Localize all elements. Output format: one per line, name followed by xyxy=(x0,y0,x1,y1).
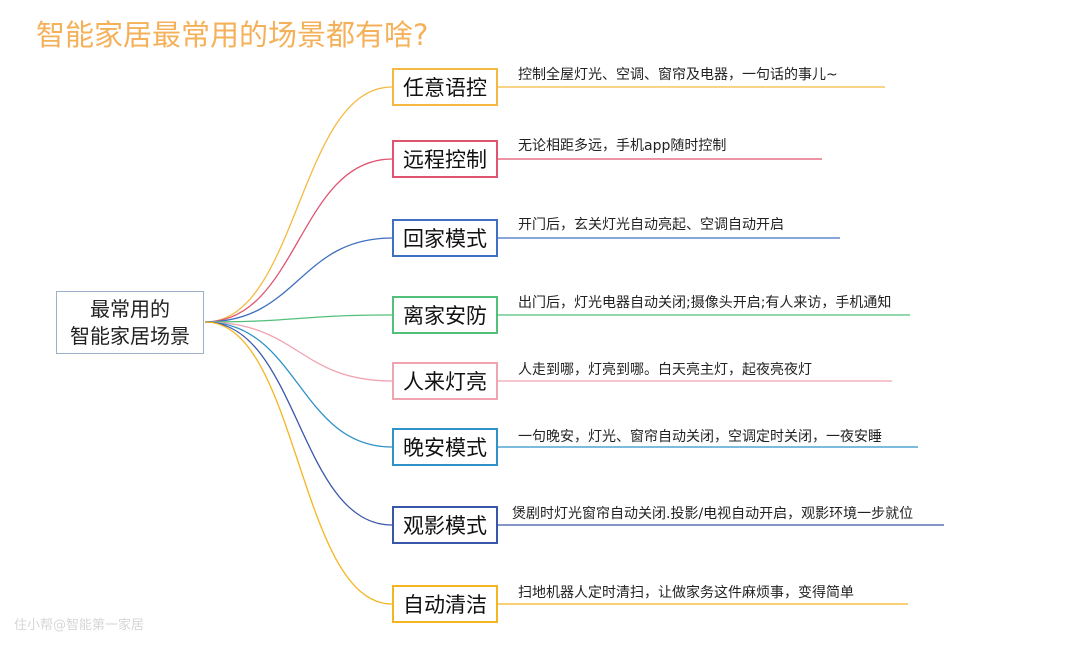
branch-node-goodnight-mode: 晚安模式 xyxy=(392,428,498,466)
branch-desc-motion-lights: 人走到哪，灯亮到哪。白天亮主灯，起夜亮夜灯 xyxy=(518,362,812,378)
branch-connector xyxy=(204,321,393,605)
watermark: 住小帮@智能第一家居 xyxy=(14,618,145,633)
branch-connector xyxy=(204,237,393,323)
branch-node-away-security: 离家安防 xyxy=(392,296,498,334)
branch-node-movie-mode: 观影模式 xyxy=(392,506,498,544)
branch-label: 离家安防 xyxy=(403,304,487,328)
branch-label: 人来灯亮 xyxy=(403,370,487,394)
root-label-line1: 最常用的 xyxy=(90,296,170,321)
branch-node-voice-control: 任意语控 xyxy=(392,68,498,106)
root-label-line2: 智能家居场景 xyxy=(70,323,190,348)
branch-desc-auto-cleaning: 扫地机器人定时清扫，让做家务这件麻烦事，变得简单 xyxy=(518,585,854,601)
branch-label: 自动清洁 xyxy=(403,593,487,617)
branch-label: 晚安模式 xyxy=(403,436,487,460)
branch-label: 观影模式 xyxy=(403,514,487,538)
branch-node-auto-cleaning: 自动清洁 xyxy=(392,585,498,623)
branch-desc-voice-control: 控制全屋灯光、空调、窗帘及电器，一句话的事儿~ xyxy=(518,67,838,83)
branch-connector xyxy=(204,321,393,526)
branch-desc-goodnight-mode: 一句晚安，灯光、窗帘自动关闭，空调定时关闭，一夜安睡 xyxy=(518,429,882,445)
branch-connector xyxy=(204,321,393,382)
branch-connector xyxy=(204,86,393,323)
branch-desc-home-mode: 开门后，玄关灯光自动亮起、空调自动开启 xyxy=(518,217,784,233)
branch-connector xyxy=(204,321,393,448)
branch-label: 任意语控 xyxy=(403,76,487,100)
branch-connector xyxy=(204,158,393,323)
branch-label: 远程控制 xyxy=(403,148,487,172)
branch-desc-movie-mode: 煲剧时灯光窗帘自动关闭.投影/电视自动开启，观影环境一步就位 xyxy=(512,506,914,522)
branch-node-home-mode: 回家模式 xyxy=(392,219,498,257)
branch-connector xyxy=(204,314,393,323)
branch-desc-remote-control: 无论相距多远，手机app随时控制 xyxy=(518,138,727,154)
branch-label: 回家模式 xyxy=(403,227,487,251)
branch-node-remote-control: 远程控制 xyxy=(392,140,498,178)
root-node: 最常用的 智能家居场景 xyxy=(56,291,204,354)
page-title: 智能家居最常用的场景都有啥? xyxy=(36,18,429,52)
branch-desc-away-security: 出门后，灯光电器自动关闭;摄像头开启;有人来访，手机通知 xyxy=(518,295,892,311)
branch-node-motion-lights: 人来灯亮 xyxy=(392,362,498,400)
